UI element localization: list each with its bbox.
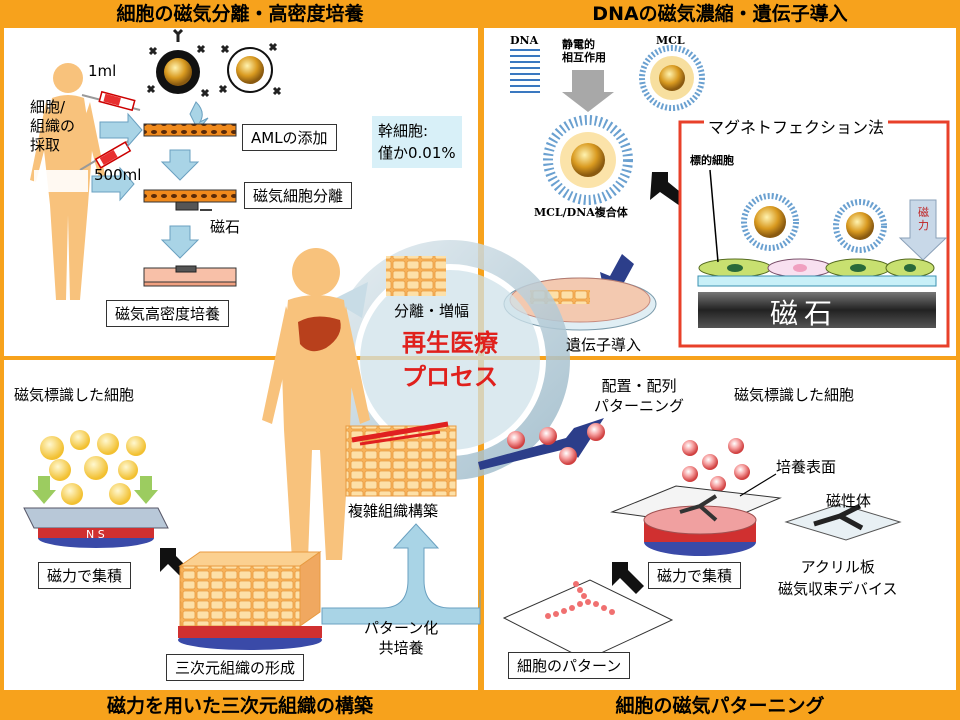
- mcl-dna-complex-label: MCL/DNA複合体: [534, 206, 628, 219]
- force-arrow-icon: [898, 199, 948, 261]
- tissue-formation-label: 三次元組織の形成: [166, 654, 305, 681]
- ns-label: N S: [86, 528, 105, 541]
- mcl-particle-icon: [639, 45, 705, 111]
- gene-transfer-label: 遺伝子導入: [566, 336, 642, 354]
- pink-cells: [682, 438, 750, 492]
- header-bottom-left: 磁力を用いた三次元組織の構築: [106, 695, 373, 717]
- header-top-left: 細胞の磁気分離・高密度培養: [116, 3, 364, 25]
- magnet-bar: [698, 292, 936, 328]
- mcl-dna-complex-icon: [543, 115, 633, 205]
- device-label: アクリル板 磁気収束デバイス: [778, 558, 898, 598]
- dna-icon: [510, 49, 540, 93]
- magnetic-separation-label: 磁気細胞分離: [244, 182, 353, 209]
- blue-arrow-icon: [478, 418, 604, 470]
- culture-surface-device: [610, 485, 782, 556]
- labeled-cells-right-label: 磁気標識した細胞: [734, 386, 855, 404]
- magnetic-particle-icon: [146, 28, 210, 98]
- mcl-particle-icon: [833, 199, 887, 253]
- syringe-icon: [81, 90, 141, 112]
- labeled-cells-label: 磁気標識した細胞: [14, 386, 135, 404]
- cell-pattern-plate: [502, 579, 674, 661]
- liver-icon: [298, 316, 341, 352]
- aml-label: AMLの添加: [242, 124, 337, 151]
- volume-1ml-label: 1ml: [88, 62, 117, 80]
- syringe-icon: [79, 139, 132, 171]
- magnetofection-title: マグネトフェクション法: [704, 114, 889, 138]
- complex-tissue-label: 複雑組織構築: [348, 502, 439, 520]
- privacy-blur: [34, 170, 88, 192]
- arrow-down-icon: [134, 476, 158, 504]
- arrow-right-icon: [91, 166, 135, 202]
- volume-500ml-label: 500ml: [94, 166, 142, 184]
- cell-pattern-label: 細胞のパターン: [508, 652, 631, 679]
- tissue-3d-block: [178, 551, 322, 650]
- target-cell-label: 標的細胞: [690, 154, 734, 167]
- high-density-culture-label: 磁気高密度培養: [106, 300, 230, 327]
- human-figure-center: [262, 248, 370, 560]
- cell-cluster: [386, 256, 446, 296]
- arrow-down-icon: [160, 225, 200, 259]
- arrow-down-icon: [562, 70, 614, 112]
- stem-cell-label: 幹細胞: 僅か0.01%: [372, 116, 462, 168]
- dna-label: DNA: [510, 34, 539, 47]
- magnetic-accumulation-right-label: 磁力で集積: [648, 562, 742, 589]
- mcl-particle-icon: [741, 193, 799, 251]
- coculture-label: パターン化 共培養: [364, 619, 439, 657]
- magnet-label: 磁石: [210, 218, 241, 236]
- separation-amplification-label: 分離・増幅: [394, 302, 470, 320]
- regenerative-process-title: 再生医療 プロセス: [402, 329, 498, 391]
- arrow-right-icon: [99, 112, 143, 148]
- target-cells: [698, 258, 935, 278]
- force-label: 磁 力: [918, 206, 929, 232]
- complex-tissue-block: [345, 421, 457, 497]
- magnetic-particle-icon: [218, 42, 282, 96]
- magnetic-body-inset: [784, 503, 902, 541]
- magnet-bar-label: 磁石: [770, 297, 839, 330]
- magnetic-body-label: 磁性体: [826, 492, 872, 510]
- pattern-coculture-arrow: [321, 523, 481, 625]
- magnet-block: [175, 201, 199, 211]
- labeled-cells-cluster: [40, 430, 146, 505]
- aml-strip: [143, 123, 237, 137]
- collection-label: 細胞/ 組織の 採取: [30, 98, 76, 154]
- header-bottom-right: 細胞の磁気パターニング: [615, 695, 825, 717]
- culture-surface-label: 培養表面: [776, 458, 837, 476]
- electrostatic-label: 静電的 相互作用: [562, 38, 606, 64]
- cell-plate: [697, 275, 937, 287]
- magnetic-accumulation-label: 磁力で集積: [38, 562, 132, 589]
- pink-cells: [507, 423, 605, 465]
- patterning-label: 配置・配列 パターニング: [594, 377, 685, 415]
- header-top-right: DNAの磁気濃縮・遺伝子導入: [592, 3, 848, 25]
- mcl-label: MCL: [656, 34, 685, 47]
- separation-strip: [143, 189, 237, 203]
- ring-arrowhead: [332, 282, 368, 318]
- arrow-down-icon: [160, 149, 200, 181]
- human-figure-left: [30, 63, 106, 300]
- magnet-plate: [23, 507, 169, 548]
- arrow-diag-icon: [612, 562, 644, 594]
- arrow-down-icon: [32, 476, 56, 504]
